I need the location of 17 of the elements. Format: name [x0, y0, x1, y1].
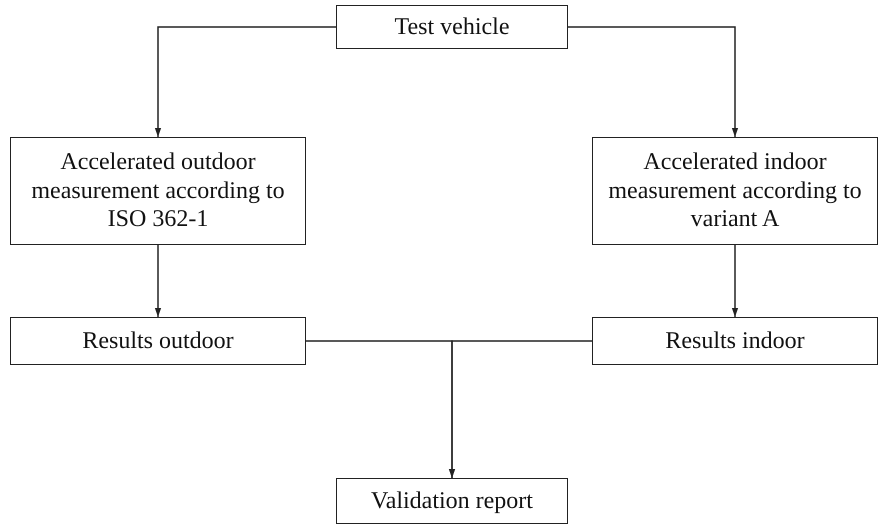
- box-label: Results outdoor: [82, 326, 234, 356]
- arrow: [448, 340, 592, 478]
- process-box: [10, 137, 306, 245]
- arrow: [154, 245, 162, 317]
- process-box: [336, 5, 568, 49]
- process-box: [592, 317, 878, 365]
- arrow: [732, 245, 738, 317]
- process-box: [10, 317, 306, 365]
- box-label: Validation report: [371, 486, 533, 516]
- box-label: Test vehicle: [394, 12, 510, 42]
- box-label: Results indoor: [665, 326, 805, 356]
- process-box: [336, 478, 568, 524]
- box-label: Accelerated indoor measurement according to variant A: [607, 148, 863, 234]
- arrow: [568, 26, 738, 137]
- arrow: [154, 26, 336, 137]
- process-box: [592, 137, 878, 245]
- box-label: Accelerated outdoor measurement according to ISO 362-1: [30, 148, 286, 234]
